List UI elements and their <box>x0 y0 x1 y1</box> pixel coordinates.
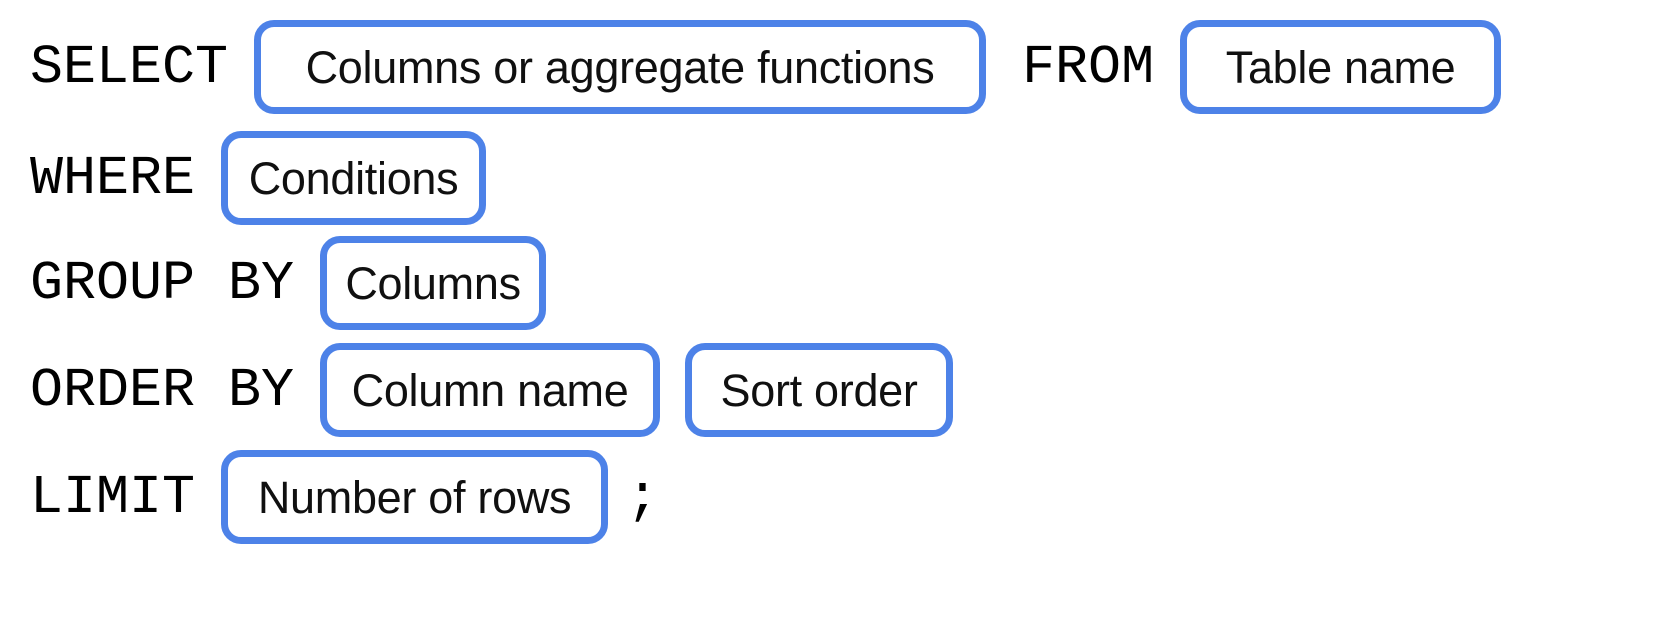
keyword-limit: LIMIT <box>30 465 196 529</box>
slot-label-sort-order: Sort order <box>720 364 918 416</box>
slot-label-order-by-column-name: Column name <box>351 364 629 416</box>
statement-terminator-semicolon: ; <box>626 465 660 529</box>
slot-label-conditions: Conditions <box>248 152 459 204</box>
slot-table-name[interactable]: Table name <box>1180 20 1502 114</box>
sql-clause-group-by: GROUP BY Columns <box>30 236 547 330</box>
keyword-from: FROM <box>1022 35 1155 99</box>
sql-clause-order-by: ORDER BY Column name Sort order <box>30 343 954 437</box>
keyword-where: WHERE <box>30 146 196 210</box>
slot-label-group-by-columns: Columns <box>345 257 521 309</box>
slot-order-by-column-name[interactable]: Column name <box>320 343 661 437</box>
slot-label-columns-or-aggregate-functions: Columns or aggregate functions <box>305 41 935 93</box>
slot-columns-or-aggregate-functions[interactable]: Columns or aggregate functions <box>254 20 987 114</box>
slot-sort-order[interactable]: Sort order <box>685 343 954 437</box>
sql-clause-where: WHERE Conditions <box>30 131 487 225</box>
slot-conditions[interactable]: Conditions <box>221 131 487 225</box>
slot-label-number-of-rows: Number of rows <box>257 471 572 523</box>
sql-clause-limit: LIMIT Number of rows ; <box>30 450 659 544</box>
slot-label-table-name: Table name <box>1225 41 1456 93</box>
slot-number-of-rows[interactable]: Number of rows <box>221 450 609 544</box>
keyword-select: SELECT <box>30 35 229 99</box>
sql-clause-select: SELECT Columns or aggregate functions FR… <box>30 20 1502 114</box>
keyword-group-by: GROUP BY <box>30 251 295 315</box>
keyword-order-by: ORDER BY <box>30 358 295 422</box>
slot-group-by-columns[interactable]: Columns <box>320 236 547 330</box>
